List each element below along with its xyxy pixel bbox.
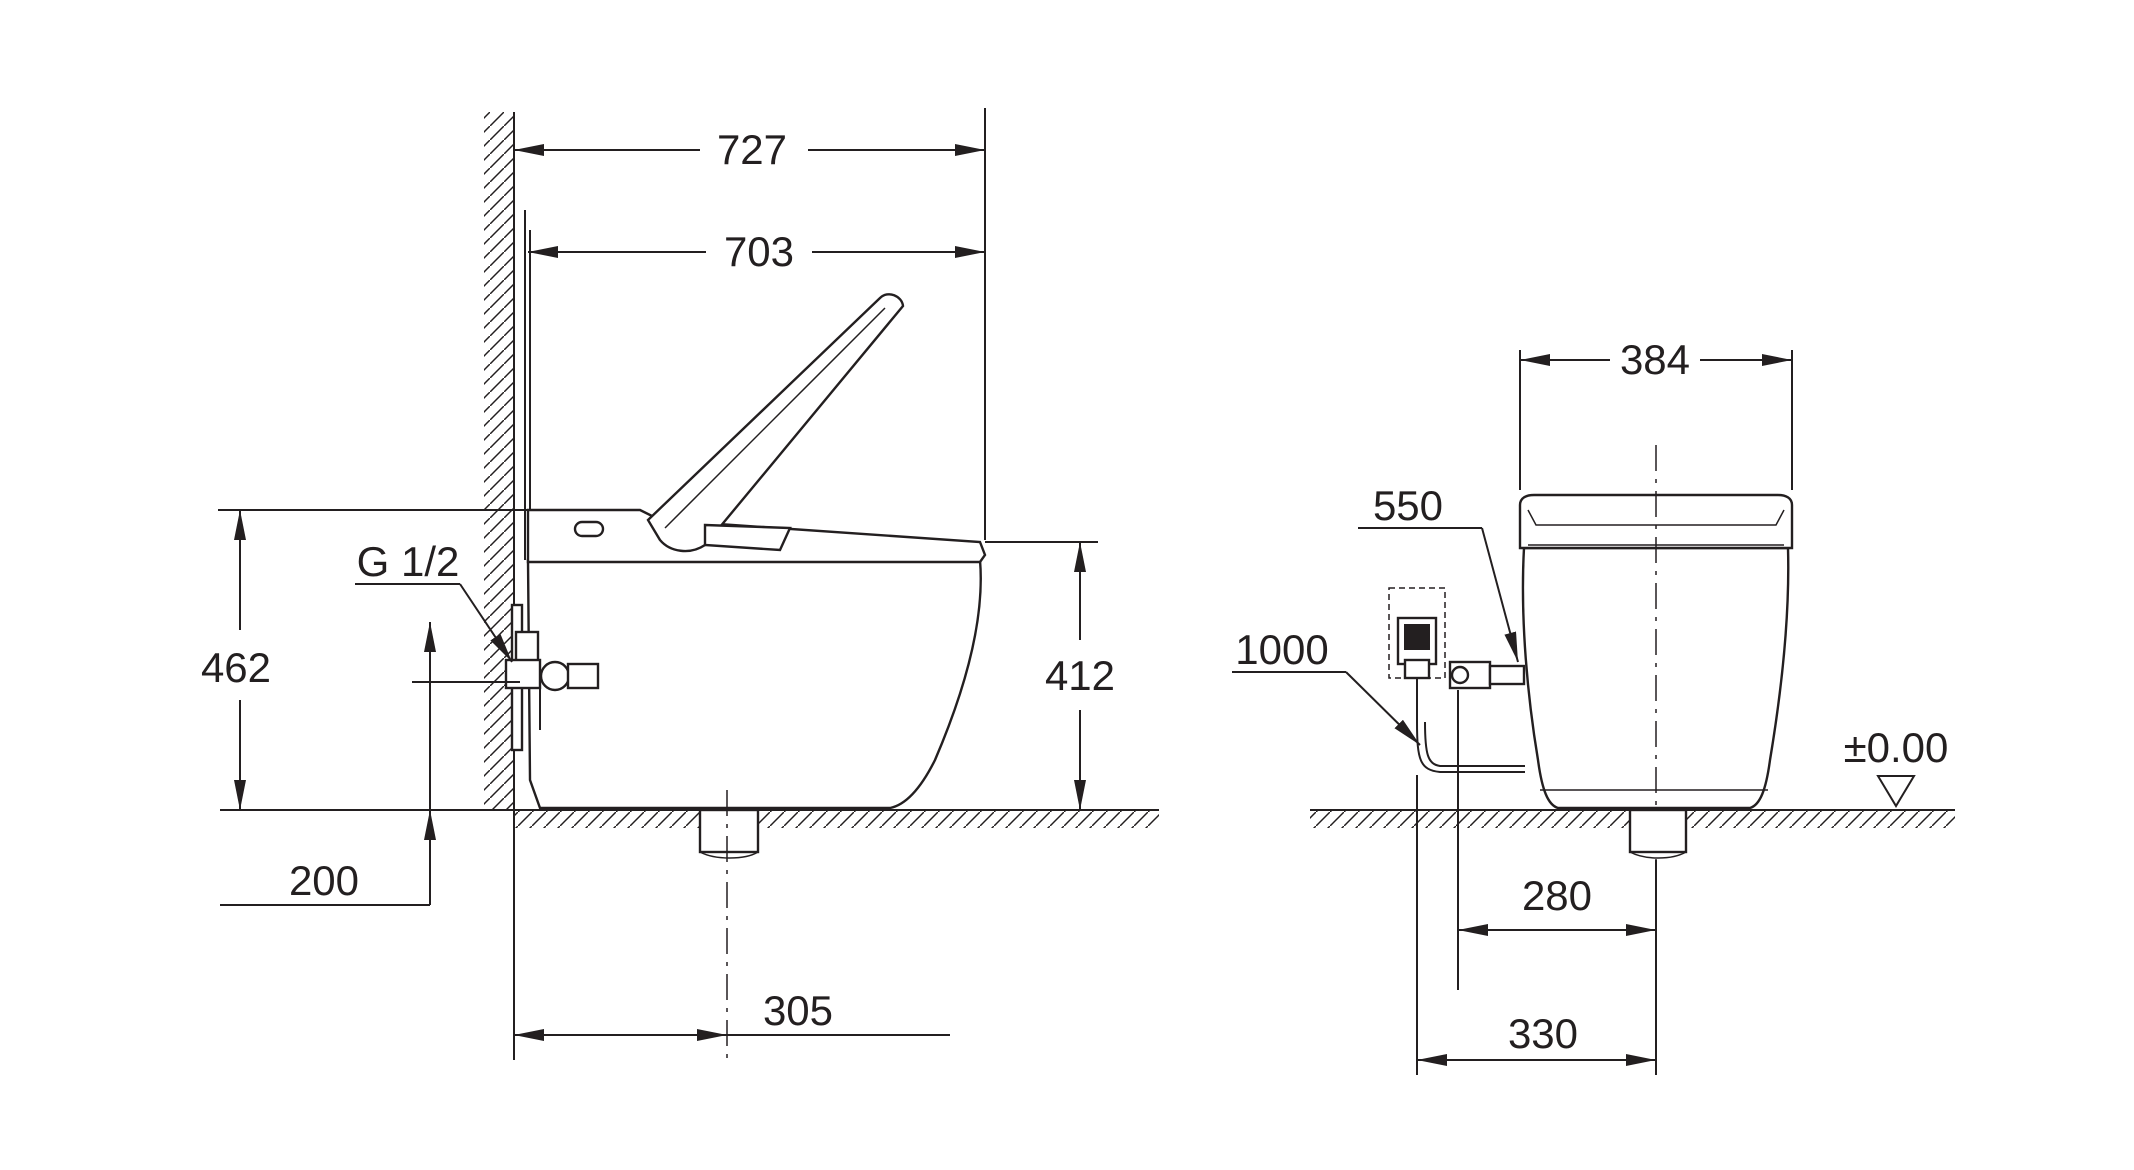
thread-label: G 1/2 <box>357 538 460 585</box>
floor-level-label: ±0.00 <box>1844 724 1949 771</box>
drain-pipe-side <box>698 790 760 1060</box>
dim-703-label: 703 <box>724 228 794 275</box>
floor-level-marker: ±0.00 <box>1844 724 1949 808</box>
thread-callout: G 1/2 <box>355 538 513 663</box>
dim-412-label: 412 <box>1045 652 1115 699</box>
dimension-280: 280 <box>1457 690 1656 990</box>
floor-side <box>220 809 1159 828</box>
side-view: 727 703 462 412 200 <box>201 108 1159 1060</box>
dim-550-label: 550 <box>1373 482 1443 529</box>
dim-1000-label: 1000 <box>1235 626 1328 673</box>
dimension-412: 412 <box>985 541 1115 810</box>
toilet-side-profile <box>524 210 987 810</box>
dimension-330: 330 <box>1416 775 1657 1075</box>
dimension-550: 550 <box>1358 482 1519 663</box>
front-view: 384 550 1000 280 330 <box>1232 336 1955 1075</box>
toilet-front-view <box>1518 445 1794 860</box>
dim-305-label: 305 <box>763 987 833 1034</box>
dimension-462: 462 <box>201 509 528 810</box>
dimension-727: 727 <box>514 108 986 540</box>
dimension-703: 703 <box>528 228 985 275</box>
dimension-200: 200 <box>220 622 520 906</box>
dim-462-label: 462 <box>201 644 271 691</box>
dim-200-label: 200 <box>289 857 359 904</box>
dimension-384: 384 <box>1519 336 1793 490</box>
dimension-1000: 1000 <box>1232 626 1421 746</box>
connection-unit <box>1388 587 1526 773</box>
dim-384-label: 384 <box>1620 336 1690 383</box>
dimension-305: 305 <box>514 987 950 1041</box>
dim-330-label: 330 <box>1508 1010 1578 1057</box>
drain-pipe-front <box>1628 808 1688 859</box>
water-connection <box>504 603 600 752</box>
wall <box>484 112 515 1060</box>
dim-280-label: 280 <box>1522 872 1592 919</box>
dim-727-label: 727 <box>717 126 787 173</box>
